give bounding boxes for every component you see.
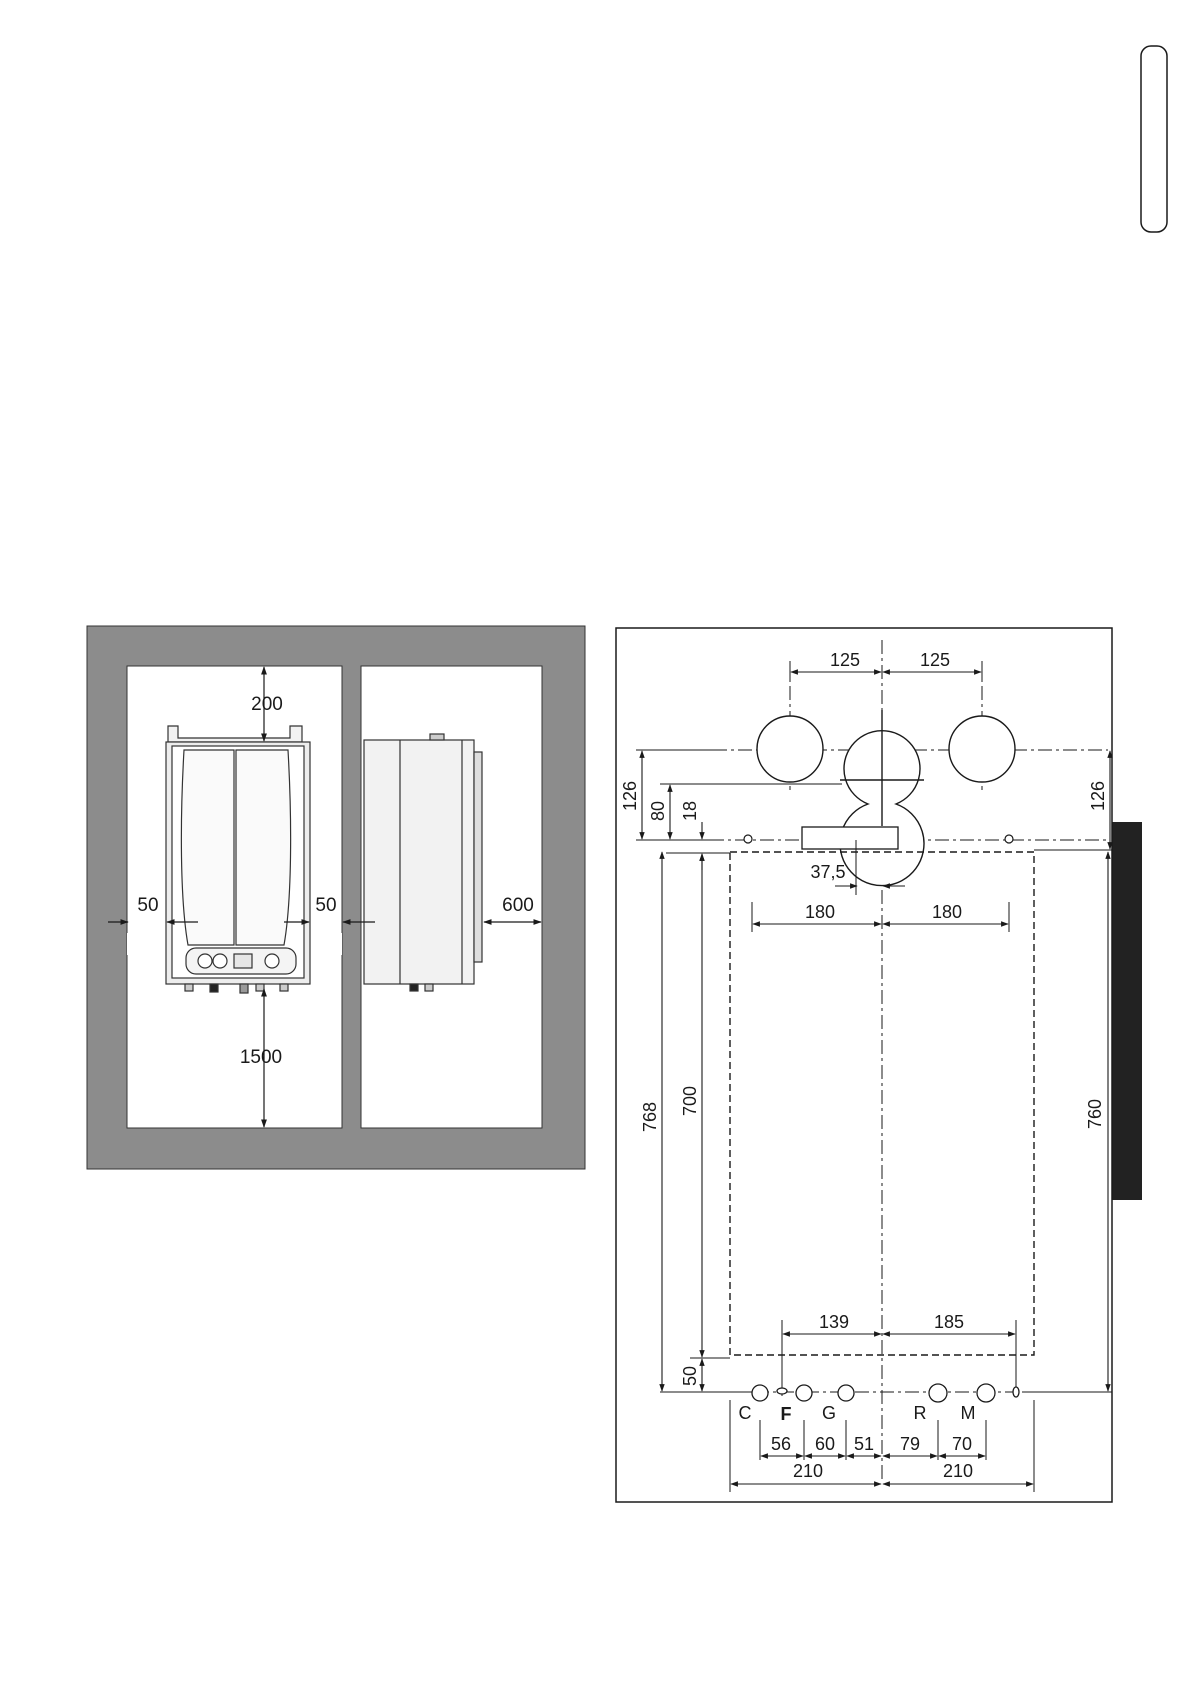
connection-valve: [1013, 1387, 1019, 1397]
conn-spacing-79: 79: [900, 1434, 920, 1454]
width-label-right: 210: [943, 1461, 973, 1481]
dim-126-right: 126: [1088, 781, 1108, 811]
dim-700: 700: [680, 1086, 700, 1116]
dimension-diagram: 125 125 126 80 18 126 768 700 760 50 37,…: [616, 628, 1112, 1502]
connection-label-m: M: [961, 1403, 976, 1423]
fixing-hole-right: [1005, 835, 1013, 843]
spacing-label-right: 125: [920, 650, 950, 670]
connection-label-c: C: [739, 1403, 752, 1423]
dim-126-left: 126: [620, 781, 640, 811]
fixing-hole-left: [744, 835, 752, 843]
connection-label-g: G: [822, 1403, 836, 1423]
bracket-label-left: 180: [805, 902, 835, 922]
clearance-left-label: 50: [137, 895, 158, 916]
boiler-front-view: [166, 726, 310, 993]
clearance-top-label: 200: [251, 694, 283, 715]
spacing-label-left: 125: [830, 650, 860, 670]
clearance-bottom-label: 1500: [240, 1047, 282, 1068]
mounting-bracket: [802, 827, 898, 849]
bracket-label-right: 180: [932, 902, 962, 922]
conn-spacing-51: 51: [854, 1434, 874, 1454]
flue-circle-left: [757, 716, 823, 782]
boiler-side-view: [364, 734, 482, 991]
clearance-right-label: 50: [315, 895, 336, 916]
dim-18: 18: [680, 801, 700, 821]
side-tab-filled: [1112, 822, 1142, 1200]
conn-spacing-56: 56: [771, 1434, 791, 1454]
dim-37-5: 37,5: [810, 862, 845, 882]
lower-label-right: 185: [934, 1312, 964, 1332]
connection-label-r: R: [914, 1403, 927, 1423]
connection-r: [929, 1384, 947, 1402]
conn-spacing-60: 60: [815, 1434, 835, 1454]
connection-g: [838, 1385, 854, 1401]
conn-spacing-70: 70: [952, 1434, 972, 1454]
connection-small: [777, 1388, 787, 1394]
clearance-front-label: 600: [502, 895, 534, 916]
flue-circle-right: [949, 716, 1015, 782]
connection-m: [977, 1384, 995, 1402]
side-tab-outline: [1141, 46, 1167, 232]
connection-label-f: F: [781, 1404, 792, 1424]
dim-768: 768: [640, 1102, 660, 1132]
width-label-left: 210: [793, 1461, 823, 1481]
clearance-diagram: 200 50 50 600 1500: [87, 626, 585, 1169]
lower-label-left: 139: [819, 1312, 849, 1332]
connection-f: [796, 1385, 812, 1401]
dim-80: 80: [648, 801, 668, 821]
dim-50: 50: [680, 1366, 700, 1386]
connection-c: [752, 1385, 768, 1401]
dim-760: 760: [1085, 1099, 1105, 1129]
